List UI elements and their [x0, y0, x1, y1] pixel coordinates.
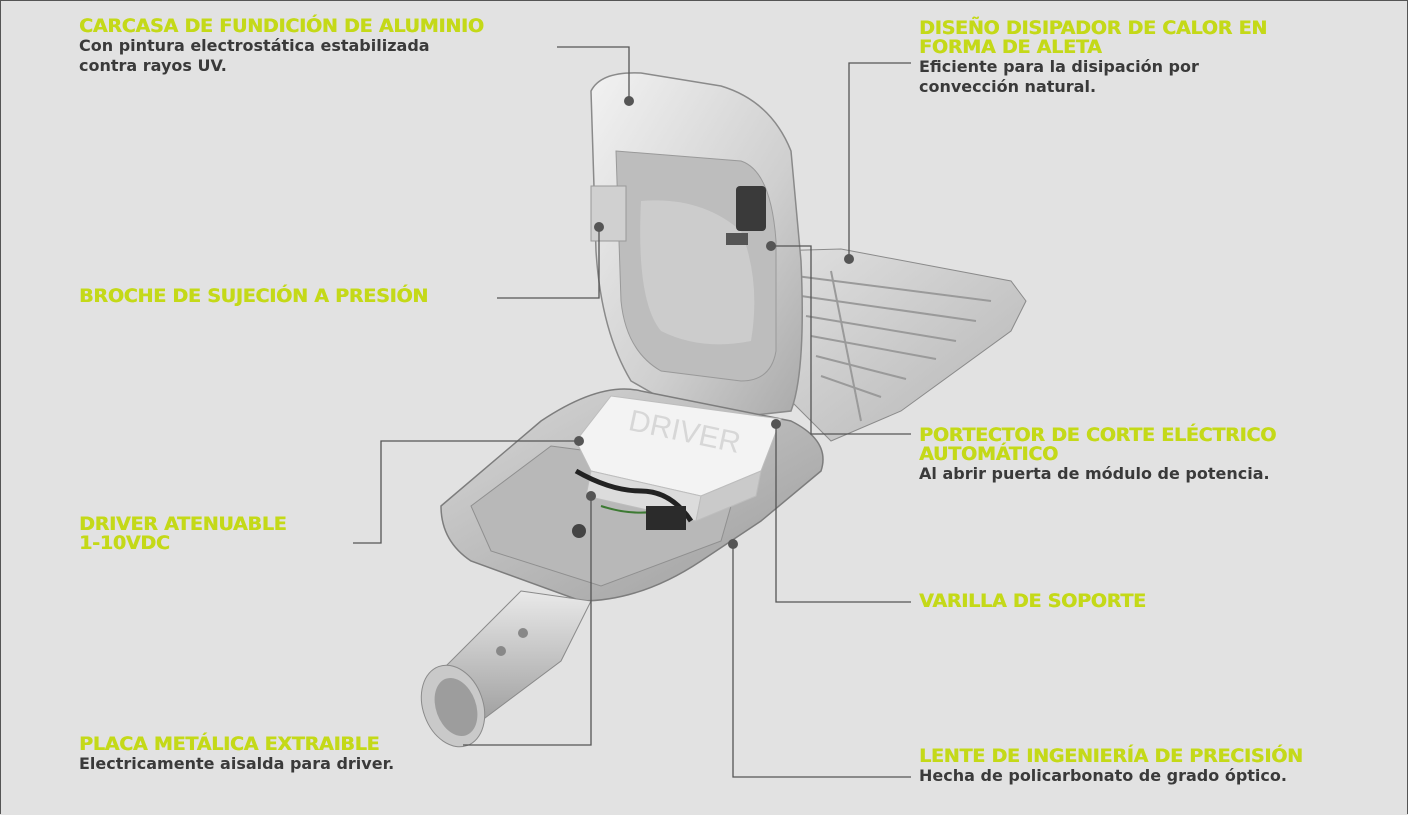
- callout-lente: LENTE DE INGENIERÍA DE PRECISIÓN Hecha d…: [919, 747, 1303, 786]
- callout-broche: BROCHE DE SUJECIÓN A PRESIÓN: [79, 287, 428, 306]
- callout-carcasa-desc-1: Con pintura electrostática estabilizada: [79, 36, 430, 55]
- callout-driver-title-2: 1-10VDC: [79, 532, 170, 554]
- housing-body: DRIVER: [440, 388, 824, 602]
- callout-varilla: VARILLA DE SOPORTE: [919, 592, 1146, 611]
- callout-driver: DRIVER ATENUABLE 1-10VDC: [79, 513, 287, 554]
- leader-driver: [353, 440, 577, 544]
- callout-lente-title: LENTE DE INGENIERÍA DE PRECISIÓN: [919, 745, 1303, 767]
- leader-protector: [771, 245, 911, 435]
- heat-sink-fins: [770, 248, 1027, 442]
- callout-protector: PORTECTOR DE CORTE ELÉCTRICO AUTOMÁTICO …: [919, 426, 1276, 484]
- leader-disipador: [848, 62, 911, 256]
- callout-protector-desc: Al abrir puerta de módulo de potencia.: [919, 464, 1270, 483]
- callout-protector-title-1: PORTECTOR DE CORTE ELÉCTRICO: [919, 424, 1277, 446]
- leader-lines: [353, 46, 911, 778]
- callout-placa: PLACA METÁLICA EXTRAIBLE Electricamente …: [79, 735, 394, 774]
- leader-broche: [497, 229, 600, 299]
- callout-disipador-desc-2: convección natural.: [919, 77, 1097, 96]
- leader-lente: [732, 542, 911, 778]
- leader-dots: [574, 96, 854, 549]
- callout-placa-title: PLACA METÁLICA EXTRAIBLE: [79, 733, 380, 755]
- leader-placa: [463, 498, 592, 746]
- callout-protector-title-2: AUTOMÁTICO: [919, 443, 1058, 465]
- callout-carcasa: CARCASA DE FUNDICIÓN DE ALUMINIO Con pin…: [79, 17, 484, 76]
- aluminum-housing-lid: [590, 72, 803, 422]
- callout-carcasa-title: CARCASA DE FUNDICIÓN DE ALUMINIO: [79, 15, 484, 37]
- leader-carcasa: [557, 46, 630, 99]
- callout-disipador-desc-1: Eficiente para la disipación por: [919, 57, 1199, 76]
- callout-placa-desc: Electricamente aisalda para driver.: [79, 754, 395, 773]
- callout-driver-title-1: DRIVER ATENUABLE: [79, 513, 287, 535]
- callout-disipador-title-2: FORMA DE ALETA: [919, 36, 1102, 58]
- callout-broche-title: BROCHE DE SUJECIÓN A PRESIÓN: [79, 285, 428, 307]
- leader-varilla: [775, 421, 911, 603]
- callout-disipador-title-1: DISEÑO DISIPADOR DE CALOR EN: [919, 17, 1267, 39]
- mounting-pipe: [420, 590, 592, 748]
- callout-disipador: DISEÑO DISIPADOR DE CALOR EN FORMA DE AL…: [919, 19, 1267, 97]
- callout-carcasa-desc-2: contra rayos UV.: [79, 56, 227, 75]
- callout-lente-desc: Hecha de policarbonato de grado óptico.: [919, 766, 1287, 785]
- callout-varilla-title: VARILLA DE SOPORTE: [919, 590, 1146, 612]
